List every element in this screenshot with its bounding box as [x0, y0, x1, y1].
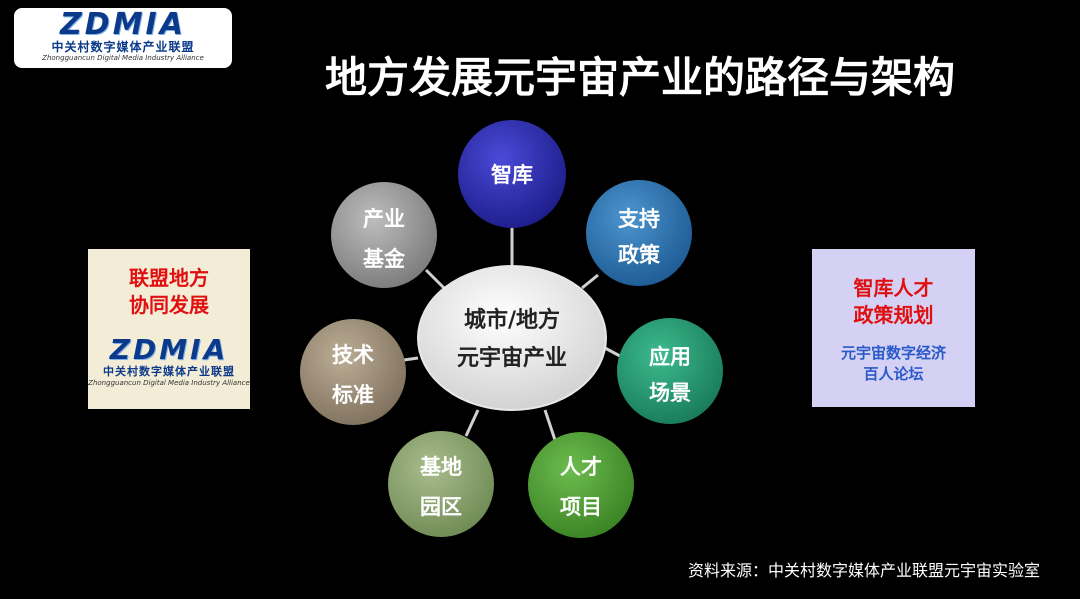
- node-label-line2: 项目: [560, 495, 602, 519]
- source-note: 资料来源：中关村数字媒体产业联盟元宇宙实验室: [687, 561, 1040, 580]
- alliance-logo-word: ZDMIA: [109, 333, 229, 366]
- node-label-line1: 应用: [649, 345, 691, 369]
- node-label: 智库: [491, 163, 533, 187]
- center-ellipse: [417, 265, 607, 411]
- node-circle: [331, 182, 437, 288]
- node-circle: [300, 319, 406, 425]
- node-circle: [528, 432, 634, 538]
- alliance-logo-english-name: Zhongguancun Digital Media Industry Alli…: [88, 379, 250, 387]
- node-label-line2: 政策: [618, 243, 661, 267]
- connector-line: [424, 268, 448, 292]
- node-technology-standard: 技术 标准: [300, 319, 406, 425]
- alliance-box: 联盟地方 协同发展 ZDMIA 中关村数字媒体产业联盟 Zhongguancun…: [88, 249, 250, 409]
- connector-line: [403, 356, 419, 362]
- node-label-line2: 基金: [363, 247, 406, 271]
- connector-line: [581, 273, 599, 290]
- node-think-tank: 智库: [458, 120, 566, 228]
- node-circle: [586, 180, 692, 286]
- connector-line: [543, 409, 557, 441]
- logo-chinese-name: 中关村数字媒体产业联盟: [51, 40, 195, 54]
- node-support-policy: 支持 政策: [586, 180, 692, 286]
- think-tank-line1: 智库人才: [853, 276, 934, 300]
- logo-english-name: Zhongguancun Digital Media Industry Alli…: [42, 54, 204, 62]
- alliance-logo-chinese-name: 中关村数字媒体产业联盟: [103, 365, 235, 378]
- forum-line1: 元宇宙数字经济: [840, 344, 946, 362]
- alliance-line1: 联盟地方: [129, 266, 209, 290]
- center-label-line2: 元宇宙产业: [457, 345, 567, 371]
- connector-line: [604, 346, 621, 358]
- node-circle: [458, 120, 566, 228]
- node-label-line1: 产业: [363, 207, 405, 231]
- think-tank-box: 智库人才 政策规划 元宇宙数字经济 百人论坛: [812, 249, 975, 407]
- node-label-line1: 人才: [560, 455, 602, 479]
- connector-line: [464, 409, 480, 437]
- center-label-line1: 城市/地方: [464, 307, 560, 333]
- forum-line2: 百人论坛: [863, 365, 924, 383]
- logo-word: ZDMIA: [60, 7, 186, 42]
- node-label-line2: 园区: [420, 495, 462, 519]
- center-node: 城市/地方 元宇宙产业: [417, 265, 607, 411]
- node-circle: [388, 431, 494, 537]
- node-label-line1: 支持: [618, 207, 660, 231]
- page-title: 地方发展元宇宙产业的路径与架构: [324, 53, 955, 102]
- node-label-line2: 标准: [332, 383, 374, 407]
- node-label-line2: 场景: [649, 381, 691, 405]
- logo: ZDMIA 中关村数字媒体产业联盟 Zhongguancun Digital M…: [14, 8, 232, 68]
- node-industry-fund: 产业 基金: [331, 182, 437, 288]
- node-label-line1: 基地: [420, 455, 462, 479]
- node-label-line1: 技术: [332, 343, 374, 367]
- node-talent-project: 人才 项目: [528, 432, 634, 538]
- node-circle: [617, 318, 723, 424]
- node-base-park: 基地 园区: [388, 431, 494, 537]
- alliance-line2: 协同发展: [129, 293, 209, 317]
- node-application-scenario: 应用 场景: [617, 318, 723, 424]
- think-tank-line2: 政策规划: [853, 303, 934, 327]
- connector-lines: [403, 226, 621, 441]
